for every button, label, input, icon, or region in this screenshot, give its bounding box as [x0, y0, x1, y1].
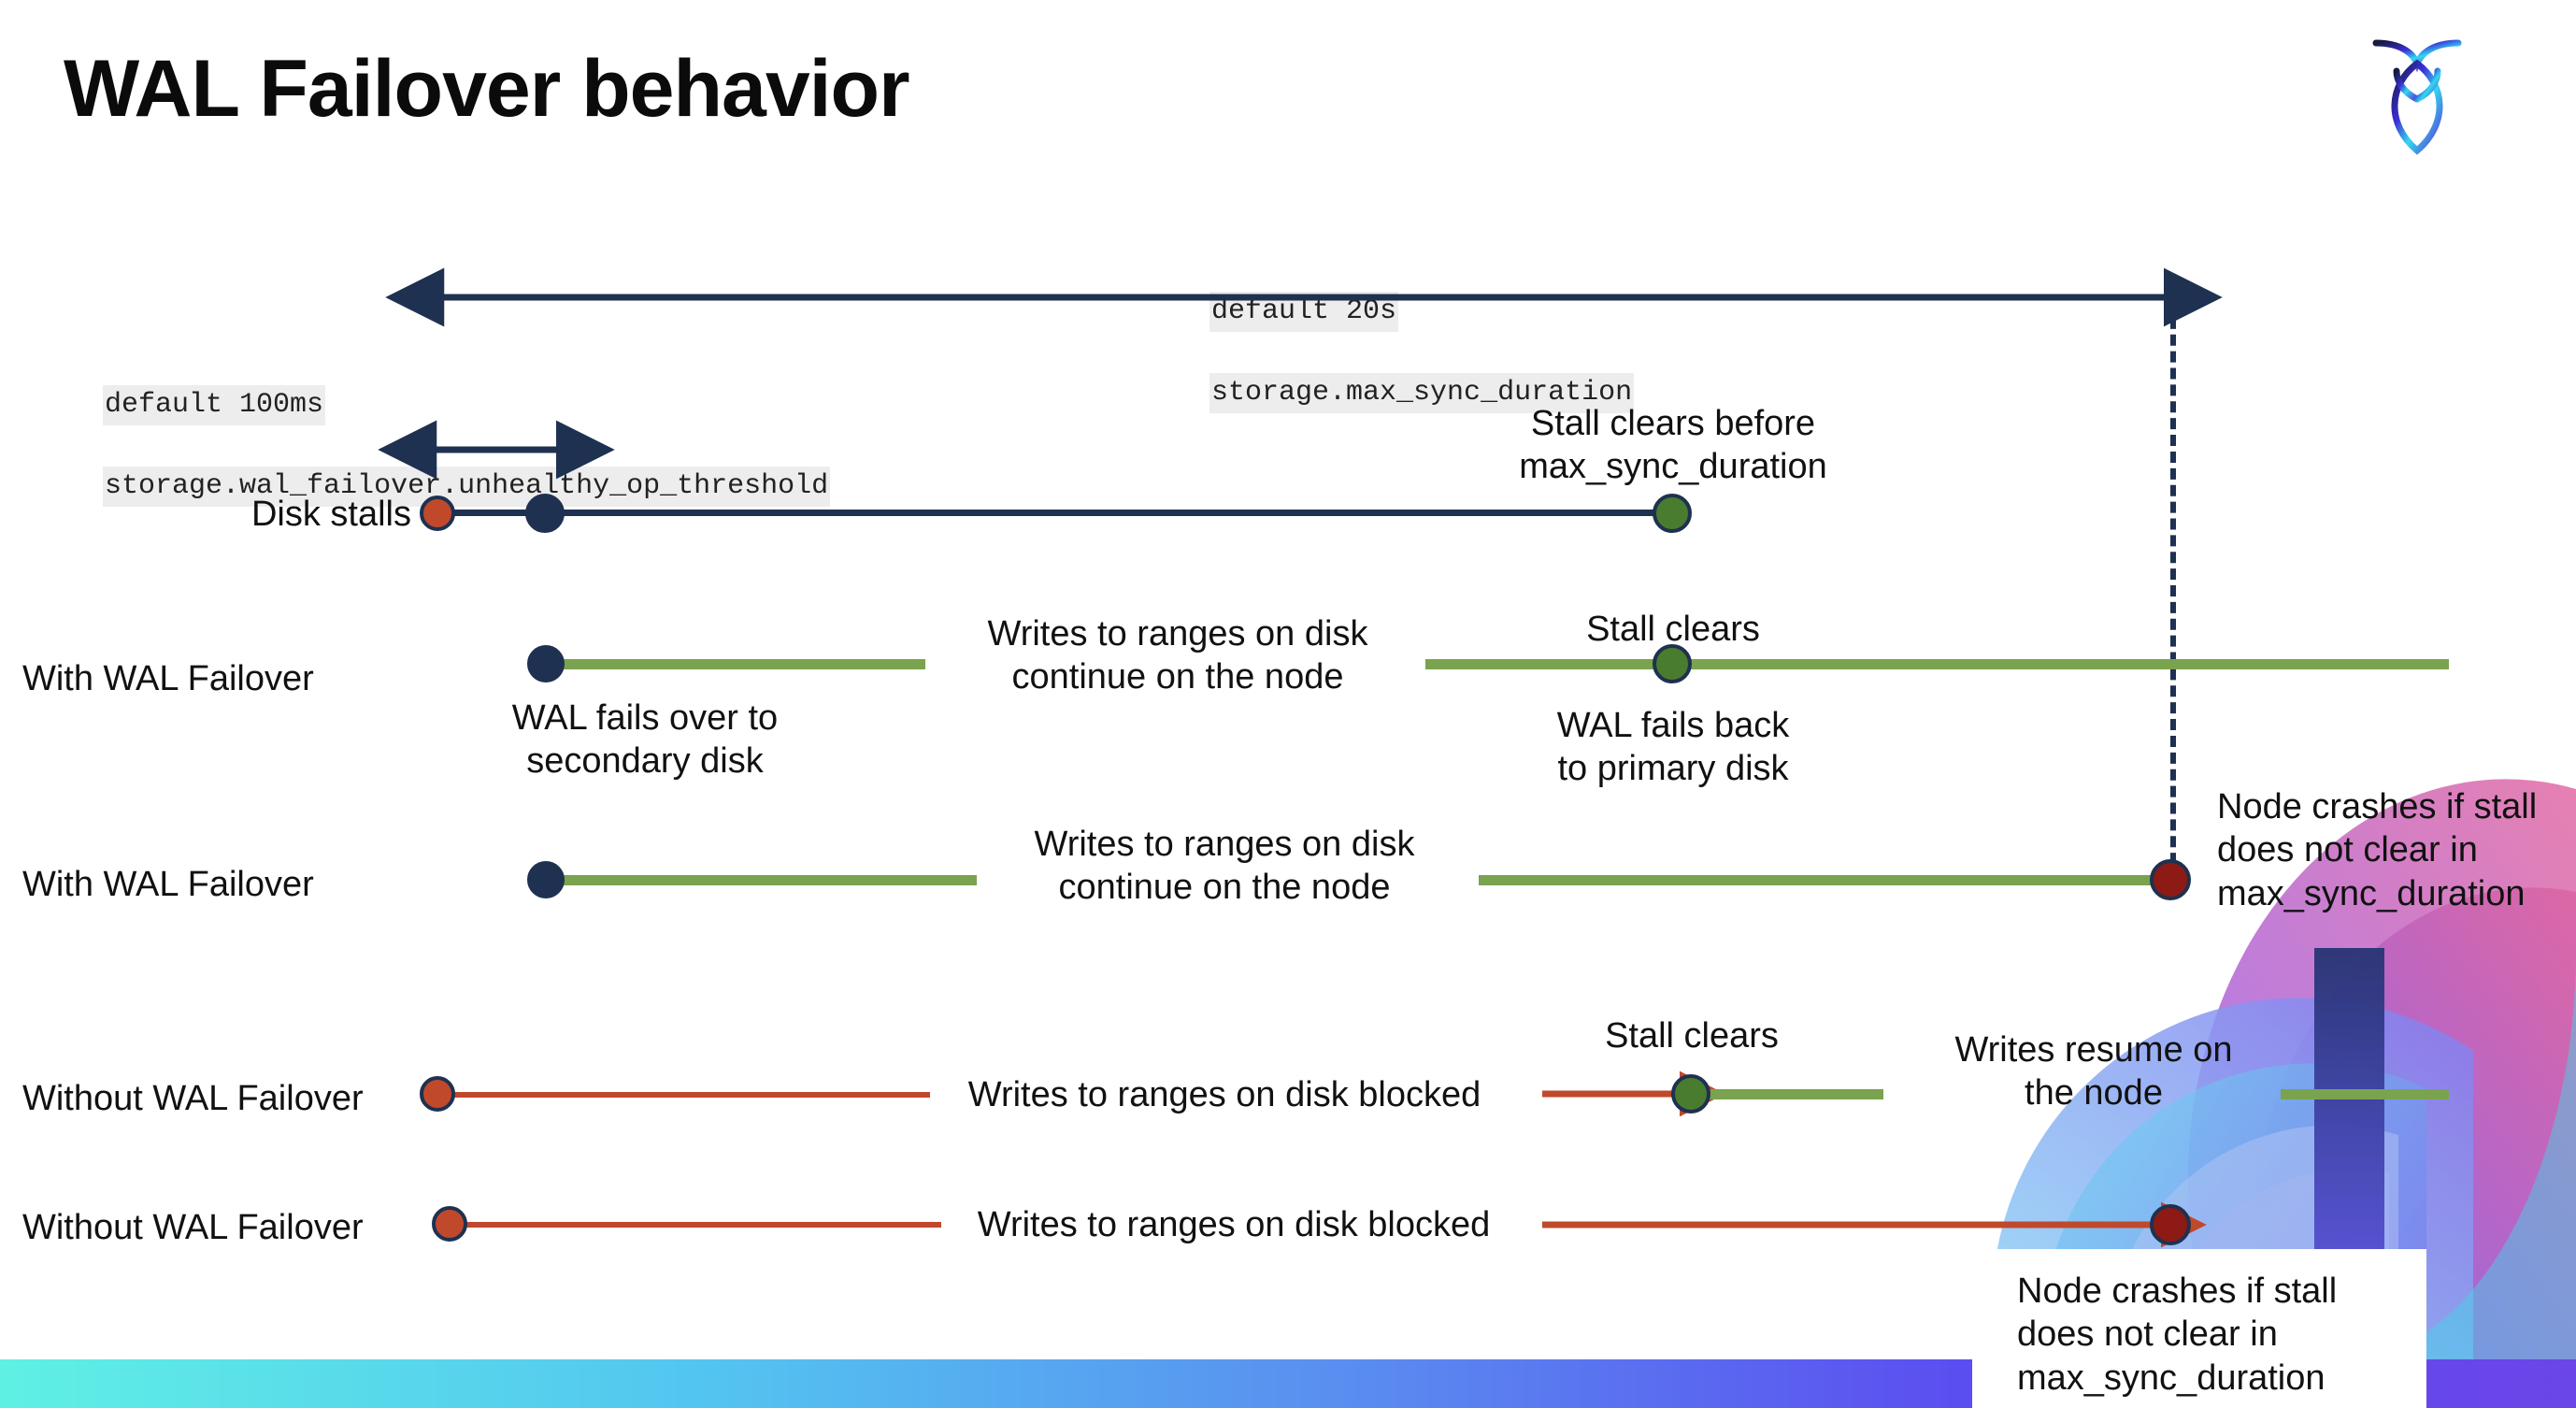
note-stall-clears-before-line1: Stall clears before — [1530, 404, 1816, 443]
note-writes-resume-row4-line2: the node — [2025, 1073, 2163, 1113]
note-wal-fails-over: WAL fails over to secondary disk — [430, 697, 860, 783]
marker-failover-trigger-disk-stalls — [525, 494, 565, 533]
note-node-crashes-row5: Node crashes if stall does not clear in … — [2017, 1270, 2419, 1400]
marker-stall-start-row5 — [432, 1206, 467, 1242]
node-crashes-callout-card — [1972, 1249, 2426, 1408]
note-writes-continue-row2-line1: Writes to ranges on disk — [987, 614, 1368, 654]
bottom-gradient-bar — [0, 1359, 1963, 1408]
row-label-without-wal-failover-1: Without WAL Failover — [22, 1079, 364, 1118]
marker-stall-start-row4 — [420, 1076, 455, 1112]
note-node-crashes-row3-line1: Node crashes if stall — [2217, 787, 2538, 826]
timeline-line-with-wal-2-right — [1479, 875, 2170, 885]
row-label-disk-stalls: Disk stalls — [250, 495, 411, 534]
note-writes-resume-row4: Writes resume on the node — [1907, 1028, 2281, 1115]
timeline-line-with-wal-2-left — [547, 875, 977, 885]
marker-stall-clears-row2 — [1653, 644, 1692, 683]
note-node-crashes-row3-line2: does not clear in — [2217, 830, 2478, 870]
page-title: WAL Failover behavior — [64, 44, 910, 134]
note-writes-continue-row3-line1: Writes to ranges on disk — [1034, 825, 1415, 864]
cockroach-labs-logo-icon — [2372, 39, 2462, 155]
timeline-line-without-wal-1-right — [1687, 1089, 1883, 1099]
timeline-line-disk-stalls — [437, 510, 1671, 516]
marker-stall-start-disk-stalls — [420, 496, 455, 531]
note-writes-continue-row2-line2: continue on the node — [1011, 657, 1344, 697]
marker-wal-failover-start-row3 — [527, 861, 565, 898]
note-stall-clears-before: Stall clears before max_sync_duration — [1467, 402, 1879, 489]
annotation-max-sync-default: default 20s — [1209, 291, 1399, 332]
timeline-line-with-wal-1-left — [547, 659, 925, 669]
timeline-line-without-wal-1-left — [437, 1092, 930, 1098]
row-label-with-wal-failover-1: With WAL Failover — [22, 659, 314, 698]
note-writes-resume-row4-line1: Writes resume on — [1954, 1030, 2233, 1070]
note-writes-continue-row3: Writes to ranges on disk continue on the… — [991, 823, 1458, 910]
note-writes-blocked-row5: Writes to ranges on disk blocked — [977, 1205, 1491, 1244]
row-label-without-wal-failover-2: Without WAL Failover — [22, 1208, 364, 1247]
marker-node-crash-row5 — [2150, 1204, 2191, 1245]
marker-stall-clears-row4 — [1671, 1074, 1710, 1113]
note-node-crashes-row5-line3: max_sync_duration — [2017, 1358, 2326, 1398]
timeline-line-without-wal-2-left — [449, 1222, 941, 1228]
note-stall-clears-row2: Stall clears — [1586, 610, 1760, 649]
max-sync-dashed-guide — [2170, 301, 2176, 881]
note-writes-continue-row2: Writes to ranges on disk continue on the… — [935, 612, 1421, 699]
marker-stall-clears-disk-stalls — [1653, 494, 1692, 533]
note-node-crashes-row5-line2: does not clear in — [2017, 1315, 2278, 1355]
note-node-crashes-row3: Node crashes if stall does not clear in … — [2217, 785, 2576, 915]
marker-node-crash-row3 — [2150, 859, 2191, 900]
note-wal-fails-over-line2: secondary disk — [526, 741, 764, 782]
note-stall-clears-before-line2: max_sync_duration — [1519, 447, 1827, 487]
annotation-unhealthy-default: default 100ms — [103, 384, 326, 425]
note-wal-fails-back: WAL fails back to primary disk — [1496, 704, 1851, 791]
note-wal-fails-back-line2: to primary disk — [1557, 749, 1789, 789]
timeline-line-without-wal-1-far-right — [2281, 1089, 2449, 1099]
note-wal-fails-back-line1: WAL fails back — [1556, 706, 1790, 745]
note-writes-blocked-row4: Writes to ranges on disk blocked — [967, 1075, 1481, 1114]
timeline-line-with-wal-1-right — [1425, 659, 2449, 669]
note-stall-clears-row4: Stall clears — [1605, 1016, 1779, 1056]
annotation-max-sync-setting: storage.max_sync_duration — [1209, 372, 1635, 413]
note-node-crashes-row5-line1: Node crashes if stall — [2017, 1272, 2338, 1311]
note-node-crashes-row3-line3: max_sync_duration — [2217, 873, 2526, 913]
note-wal-fails-over-line1: WAL fails over to — [511, 698, 779, 738]
row-label-with-wal-failover-2: With WAL Failover — [22, 865, 314, 904]
marker-wal-failover-start-row2 — [527, 645, 565, 682]
note-writes-continue-row3-line2: continue on the node — [1058, 868, 1391, 908]
